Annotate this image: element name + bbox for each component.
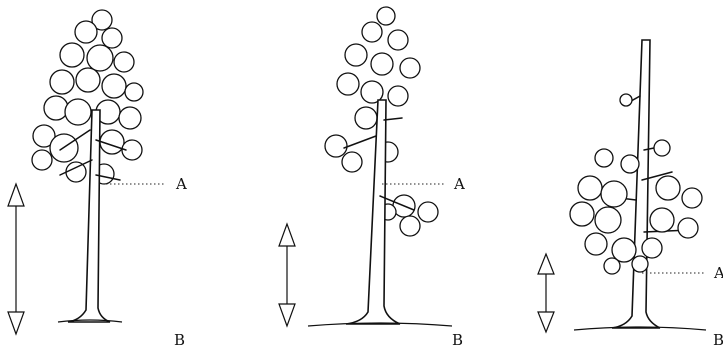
label-b-1: B bbox=[174, 331, 185, 349]
label-a-3: A bbox=[713, 264, 723, 282]
height-arrow-1 bbox=[8, 184, 24, 334]
label-b-3: B bbox=[713, 331, 723, 349]
tree-panel-1: A B bbox=[8, 10, 187, 349]
label-a-2: A bbox=[453, 175, 465, 193]
height-arrow-2 bbox=[279, 224, 295, 326]
height-arrow-3 bbox=[538, 254, 554, 332]
label-b-2: B bbox=[452, 331, 463, 349]
tree-panel-2: A B bbox=[279, 7, 465, 349]
foliage-crown-1 bbox=[32, 10, 143, 184]
label-a-1: A bbox=[175, 175, 187, 193]
tree-panel-3: A B bbox=[538, 40, 723, 349]
